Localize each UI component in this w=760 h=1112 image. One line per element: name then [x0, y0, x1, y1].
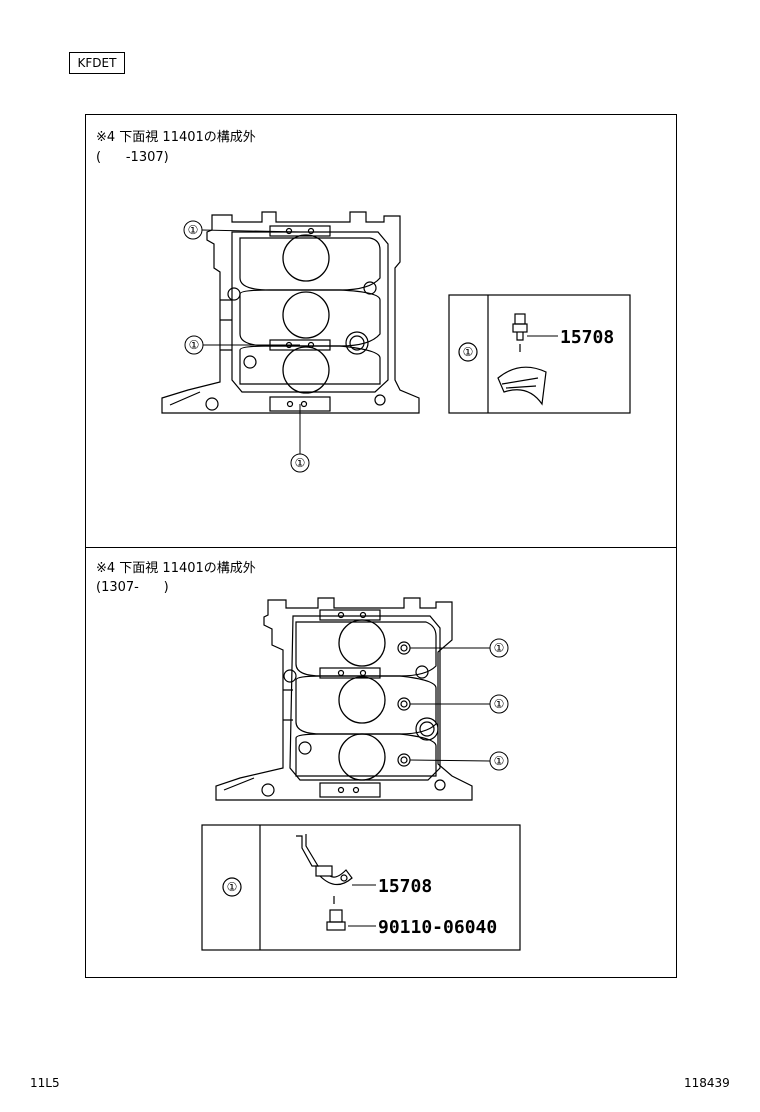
engine-block-bottom-view-1: [161, 211, 420, 414]
callout-2c-label: ①: [494, 754, 505, 768]
callout-2b-label: ①: [494, 697, 505, 711]
footer-right-code: 118439: [684, 1076, 730, 1090]
callout-2a-label: ①: [494, 641, 505, 655]
legend-2-callout: ①: [227, 880, 238, 894]
part-number-15708-b: 15708: [378, 876, 432, 897]
oil-jet-bracket-icon: [296, 834, 353, 904]
legend-box-section-2: [201, 824, 521, 951]
oil-jet-nozzle-icon: [497, 313, 547, 406]
callout-1b-label: ①: [189, 338, 200, 352]
legend-1-callout: ①: [463, 345, 474, 359]
footer-left-code: 11L5: [30, 1076, 60, 1090]
section-1-range: ( -1307): [96, 150, 169, 165]
section-1-note: ※4 下面視 11401の構成外: [96, 130, 256, 145]
callout-group-section-2: [409, 638, 509, 771]
section-2-note: ※4 下面視 11401の構成外: [96, 561, 256, 576]
callout-group-section-1: [183, 220, 310, 473]
section-2-range: (1307- ): [96, 580, 169, 595]
bolt-icon: [326, 909, 346, 931]
callout-1c-label: ①: [295, 456, 306, 470]
section-divider: [85, 547, 677, 548]
legend-box-section-1: [448, 294, 631, 414]
callout-1a-label: ①: [188, 223, 199, 237]
diagram-frame: [85, 114, 677, 978]
part-number-15708-a: 15708: [560, 327, 614, 348]
part-number-90110-06040: 90110-06040: [378, 917, 497, 938]
engine-block-bottom-view-2: [215, 597, 473, 801]
engine-code-label: KFDET: [69, 52, 125, 74]
